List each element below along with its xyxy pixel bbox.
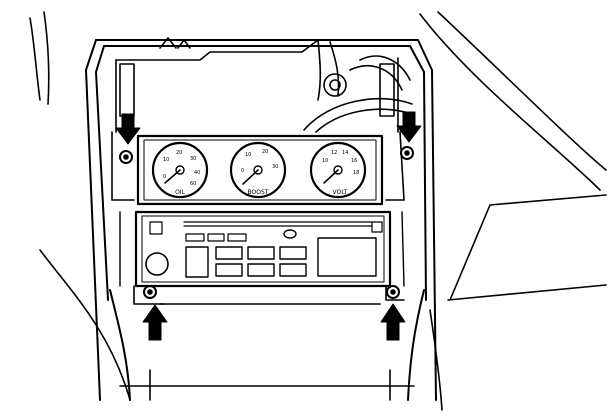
gauge-caption: BOOST bbox=[248, 189, 269, 196]
gauge-icon bbox=[151, 141, 209, 199]
screw-icon bbox=[143, 285, 157, 299]
arrow-icon bbox=[396, 111, 422, 143]
screw-icon bbox=[386, 285, 400, 299]
lower-brackets bbox=[133, 285, 405, 305]
gauge-tick: 0 bbox=[241, 168, 244, 174]
gauge-tick: 30 bbox=[272, 164, 278, 170]
knob-icon bbox=[323, 73, 347, 97]
gauge-tick: 40 bbox=[194, 170, 200, 176]
gauge-tick: 12 bbox=[331, 150, 337, 156]
upper-opening bbox=[115, 37, 399, 133]
upper-brackets bbox=[111, 131, 414, 201]
screw-icon bbox=[400, 146, 414, 160]
surroundings bbox=[29, 11, 607, 411]
gauge-tick: 20 bbox=[176, 150, 182, 156]
gauge-panel bbox=[136, 134, 384, 206]
gauge-tick: 30 bbox=[190, 156, 196, 162]
shift-mechanism bbox=[303, 39, 413, 133]
screw-icon bbox=[119, 150, 133, 164]
gauge-tick: 60 bbox=[190, 181, 196, 187]
gauge-volt: VOLT 10 12 14 16 18 bbox=[309, 141, 367, 199]
arrow-icon bbox=[380, 303, 406, 341]
gauge-tick: 16 bbox=[351, 158, 357, 164]
gauge-oil: OIL 0 10 20 30 40 60 bbox=[151, 141, 209, 199]
gauge-tick: 10 bbox=[245, 152, 251, 158]
gauge-icon bbox=[229, 141, 287, 199]
radio-unit bbox=[119, 210, 405, 288]
gauge-tick: 10 bbox=[163, 157, 169, 163]
console-frame bbox=[85, 39, 437, 401]
gauge-boost: BOOST 0 10 20 30 bbox=[229, 141, 287, 199]
gauge-caption: OIL bbox=[175, 189, 185, 196]
gauge-tick: 14 bbox=[342, 150, 348, 156]
fastener-arrows bbox=[115, 111, 422, 341]
lower-tunnel bbox=[119, 303, 415, 401]
arrow-icon bbox=[142, 304, 168, 341]
arrow-icon bbox=[115, 113, 141, 145]
gauge-caption: VOLT bbox=[333, 189, 348, 196]
gauge-tick: 18 bbox=[353, 170, 359, 176]
gauge-tick: 20 bbox=[262, 149, 268, 155]
gauge-icon bbox=[309, 141, 367, 199]
knob-icon bbox=[145, 252, 169, 276]
gauge-tick: 0 bbox=[163, 174, 166, 180]
gauge-tick: 10 bbox=[322, 158, 328, 164]
